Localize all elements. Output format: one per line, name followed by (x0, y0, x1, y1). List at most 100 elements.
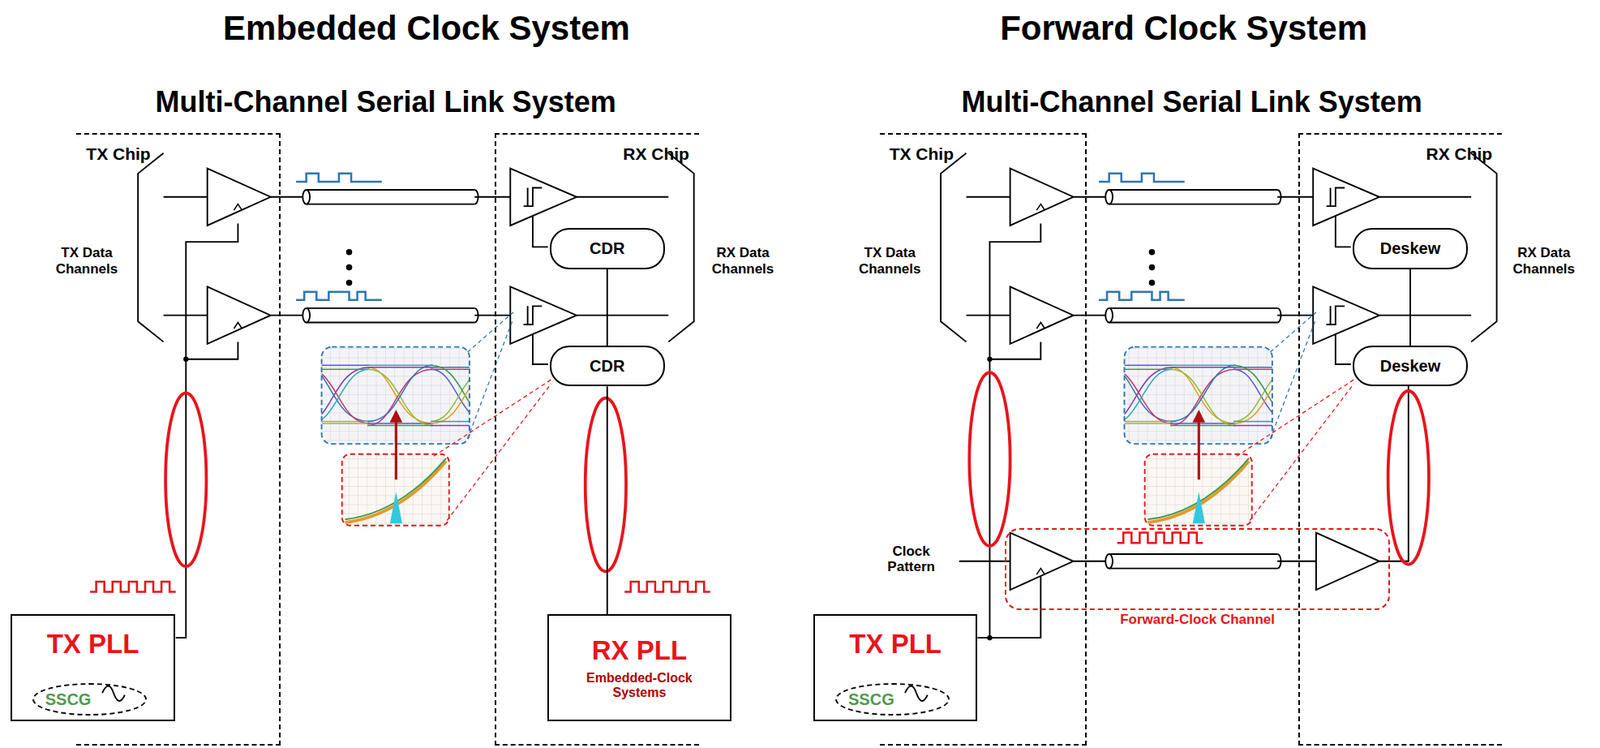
eye-trace (367, 366, 434, 369)
jitter-arrow (395, 411, 1199, 480)
side-label: TX Data Channels (42, 245, 132, 278)
signal-wire-part (532, 216, 549, 248)
eye-trace (430, 424, 470, 427)
eye-trace (430, 366, 470, 369)
signal-wire-part (532, 334, 549, 365)
node-label: RX PLL (591, 634, 687, 666)
jitter-arrow-part (1197, 411, 1201, 480)
eye-trace (1123, 422, 1172, 425)
chip-region: RX ChipCDRCDRRX PLLEmbedded-Clock System… (494, 132, 700, 746)
buffer-symbol-part (1036, 204, 1045, 211)
side-label: RX Data Channels (1499, 245, 1589, 278)
buffer-symbol (207, 168, 1380, 590)
eye-trace (367, 364, 434, 367)
node-label: TX Chip (85, 144, 151, 164)
node-label: TX PLL (849, 628, 942, 660)
signal-wire-part (185, 341, 238, 359)
data-bracket-part (137, 153, 164, 343)
panel-title: Embedded Clock System (223, 8, 631, 48)
sscg-ellipse: SSCG (32, 682, 147, 716)
clock-connector (1409, 269, 1412, 346)
signal-wire-part (966, 197, 1472, 316)
chip-region: TX ChipTX PLLSSCG (76, 132, 281, 746)
signal-wire-part (1335, 216, 1352, 248)
buffer-symbol-part (233, 204, 242, 211)
eye-trace (321, 368, 370, 371)
signal-wire-part (1335, 334, 1352, 365)
comparator-symbol-part (510, 286, 577, 344)
eye-trace (321, 367, 370, 424)
eye-trace (1170, 364, 1236, 367)
buffer-symbol-part (1316, 532, 1380, 590)
buffer-symbol-part (1010, 286, 1074, 344)
eye-trace (321, 367, 370, 424)
data-waveform-part (295, 173, 382, 182)
junction-dot (183, 356, 992, 641)
channel-group: Forward-Clock Channel (1004, 527, 1390, 611)
signal-wire (163, 197, 1472, 638)
channel-cable (302, 189, 1281, 569)
junction-dot-part (986, 356, 992, 362)
buffer-symbol-part (1010, 168, 1074, 226)
data-waveform-part (1098, 173, 1185, 182)
signal-wire-part (175, 223, 239, 638)
eye-trace (430, 368, 470, 371)
data-bracket-part (668, 153, 694, 343)
data-waveform (295, 173, 1185, 301)
process-box: Deskew (1352, 227, 1468, 269)
eye-trace (430, 364, 470, 421)
clock-waveform (90, 532, 1203, 592)
pll-box: TX PLLSSCG (10, 613, 176, 721)
data-waveform-part (1098, 291, 1185, 301)
process-box: Deskew (1352, 345, 1468, 387)
leader-line-part (1236, 379, 1355, 521)
node-label: RX Chip (1426, 144, 1493, 164)
ellipsis-dots-part (346, 279, 353, 287)
eye-trace (367, 424, 434, 427)
data-bracket-part (940, 153, 966, 343)
eye-trace (430, 420, 470, 423)
eye-trace (1233, 364, 1273, 421)
eye-trace (1233, 366, 1273, 369)
node-label: SSCG (45, 690, 92, 709)
channel-cable-part (1105, 189, 1281, 205)
junction-dot-part (183, 356, 189, 362)
buffer-symbol-part (233, 321, 242, 329)
eye-trace (321, 364, 370, 367)
sscg-symbol-part (905, 686, 928, 701)
panel-subtitle: Multi-Channel Serial Link System (155, 85, 617, 119)
eye-trace (1123, 368, 1172, 371)
node-label: CDR (589, 239, 625, 258)
eye-trace (1233, 367, 1273, 424)
eye-trace (1123, 364, 1172, 367)
channel-cable-part (302, 308, 478, 323)
leader-line (433, 312, 1355, 521)
data-bracket (137, 153, 1497, 343)
data-bracket-part (1471, 153, 1497, 343)
ellipsis-dots-part (346, 264, 353, 271)
ellipsis-dots-part (1149, 264, 1156, 271)
clock-connector (606, 269, 609, 346)
jitter-plot-part (390, 491, 403, 524)
eye-trace (1123, 367, 1172, 424)
highlight-ellipse-part (969, 372, 1010, 546)
buffer-symbol-part (1036, 568, 1045, 575)
node-label: CDR (589, 356, 625, 376)
process-box: CDR (549, 227, 665, 269)
chip-region: TX ChipTX PLLSSCG (879, 132, 1087, 746)
jitter-plot-part (1192, 491, 1206, 524)
eye-trace (1170, 424, 1236, 427)
buffer-symbol-part (1036, 321, 1045, 329)
node-label: Deskew (1380, 239, 1442, 258)
leader-line-part (433, 379, 552, 521)
clock-waveform-part (624, 581, 711, 592)
clock-waveform-part (90, 581, 176, 592)
eye-trace (1170, 364, 1236, 421)
eye-trace (321, 368, 370, 425)
comparator-symbol (510, 168, 1380, 344)
eye-trace (367, 364, 434, 421)
side-label: Clock Pattern (875, 543, 948, 575)
sscg-symbol (102, 686, 928, 701)
channel-cable-part (302, 189, 478, 205)
eye-trace (1170, 366, 1236, 369)
